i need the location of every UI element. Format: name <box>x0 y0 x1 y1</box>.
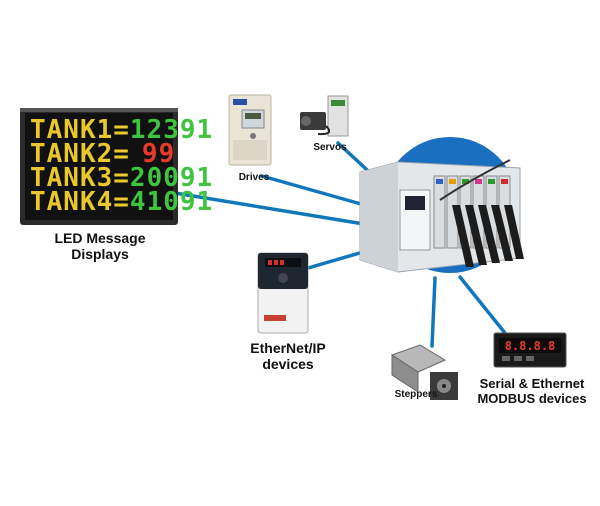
connector-lines <box>173 141 507 348</box>
modbus-meter: 8.8.8.8 <box>493 332 567 368</box>
led-message-display: TANK1=12391 TANK2=99 TANK3=20091 TANK4=4… <box>20 108 213 225</box>
label-ethernet-ip-line1: EtherNet/IP <box>250 340 326 356</box>
label-ethernet-ip-line2: devices <box>262 356 314 373</box>
label-modbus-devices: Serial & Ethernet MODBUS devices <box>472 376 592 407</box>
label-drives: Drives <box>238 172 270 183</box>
led-row-3: TANK3=20091 <box>30 163 213 193</box>
label-servos: Servos <box>313 142 347 153</box>
connector-led <box>173 191 372 227</box>
connector-steppers <box>430 276 437 348</box>
label-modbus-line2: MODBUS devices <box>477 390 587 406</box>
servo-devices <box>300 95 349 137</box>
plc-cables <box>452 205 524 267</box>
drive-device <box>228 94 272 166</box>
ethernet-ip-device <box>257 252 309 334</box>
label-led-line1: LED Message <box>54 230 146 246</box>
plc-controller <box>359 159 524 273</box>
stepper-device <box>390 344 458 400</box>
led-row-2: TANK2=99 <box>30 139 175 169</box>
label-led-line2: Displays <box>71 246 129 263</box>
label-led-message-displays: LED Message Displays <box>40 230 160 262</box>
label-modbus-line1: Serial & Ethernet <box>479 376 585 391</box>
led-row-1: TANK1=12391 <box>30 115 213 145</box>
meter-readout: 8.8.8.8 <box>505 339 556 353</box>
label-ethernet-ip-devices: EtherNet/IP devices <box>238 340 338 372</box>
led-row-4: TANK4=41091 <box>30 187 213 217</box>
label-steppers: Steppers <box>394 389 438 400</box>
connector-modbus <box>458 275 507 335</box>
connector-drives <box>260 174 370 208</box>
